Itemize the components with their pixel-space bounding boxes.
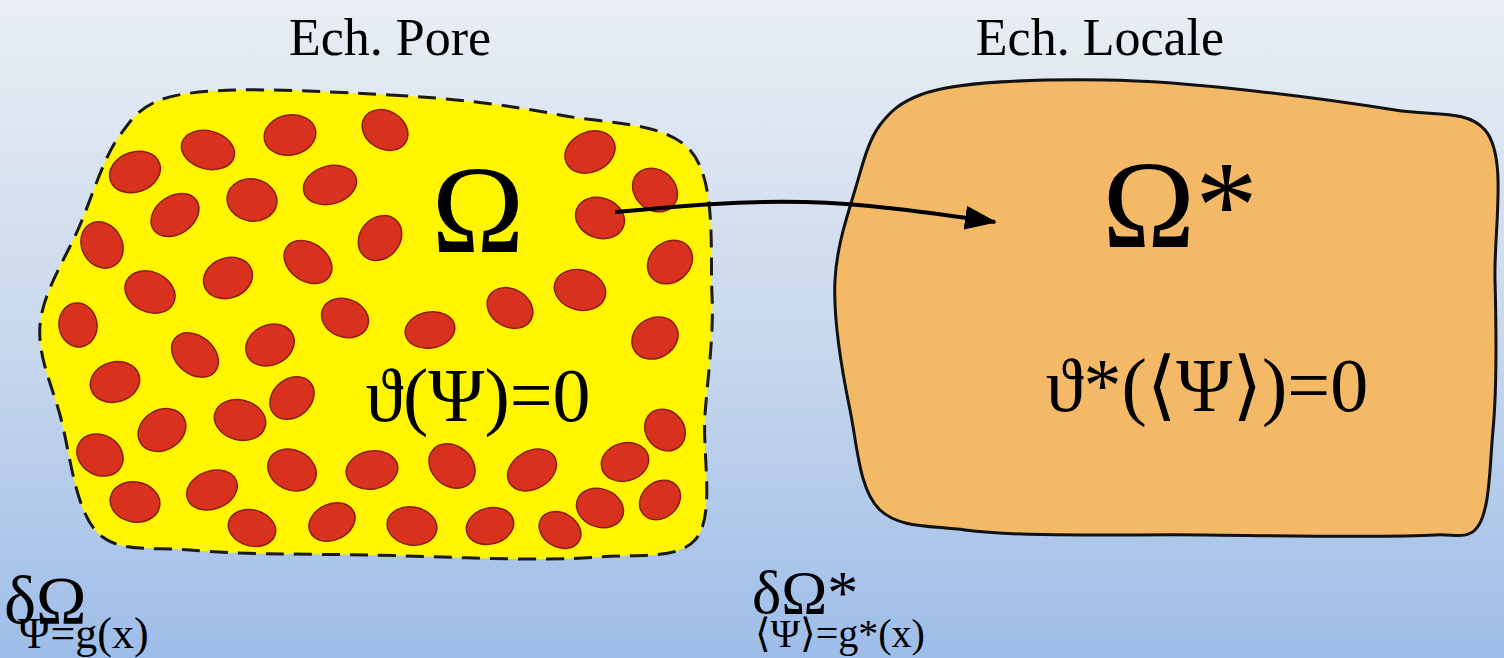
governing-equation: ϑ(Ψ)=0	[365, 357, 590, 433]
governing-equation: ϑ*(⟨Ψ⟩)=0	[1046, 347, 1368, 423]
domain-symbol: Ω*	[1102, 143, 1257, 268]
local-scale-domain: Ech. LocaleΩ*ϑ*(⟨Ψ⟩)=0	[835, 80, 1495, 537]
scale-title: Ech. Locale	[976, 12, 1224, 64]
scale-title: Ech. Pore	[289, 12, 491, 64]
domain-outline-path	[835, 80, 1498, 537]
domain-outline-path	[40, 90, 713, 559]
boundary-condition: ⟨Ψ⟩=g*(x)	[755, 614, 925, 654]
domain-outline	[40, 95, 712, 560]
boundary-condition: Ψ=g(x)	[18, 612, 149, 656]
pore-scale-domain: Ech. PoreΩϑ(Ψ)=0	[40, 95, 712, 560]
domain-symbol: Ω	[432, 148, 525, 273]
